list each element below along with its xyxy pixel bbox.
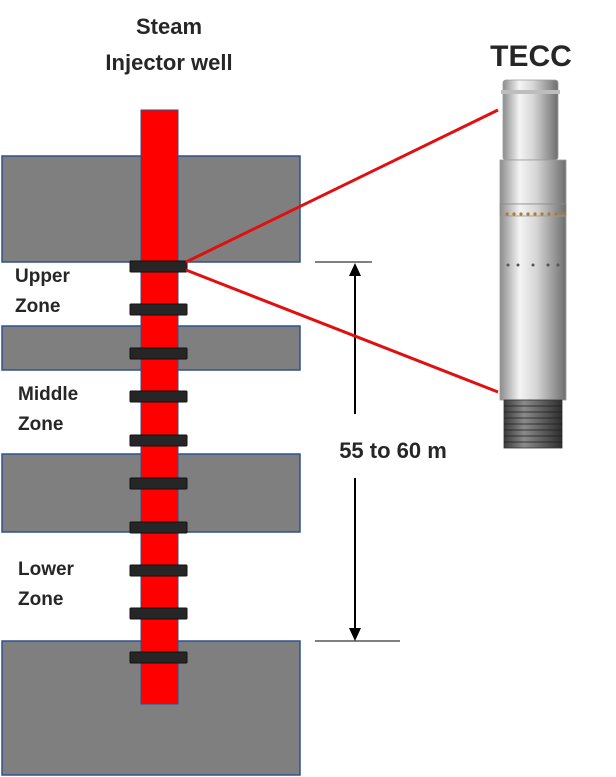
packer xyxy=(129,260,188,273)
well-title-line1: Steam xyxy=(136,14,202,39)
packer xyxy=(129,607,188,620)
zone-label-upper-line1: Upper xyxy=(15,266,71,287)
tecc-title: TECC xyxy=(490,40,572,73)
leader-line-bottom xyxy=(185,268,499,394)
zone-label-lower-line1: Lower xyxy=(18,559,75,580)
zone-label-middle-line1: Middle xyxy=(18,384,78,405)
well-title-line2: Injector well xyxy=(105,50,232,75)
packer xyxy=(129,477,188,490)
packer xyxy=(129,347,188,360)
packer xyxy=(129,434,188,447)
injector-well xyxy=(140,109,179,705)
arrowhead-up xyxy=(349,263,361,276)
packer xyxy=(129,303,188,316)
zone-label-middle-line2: Zone xyxy=(18,414,63,435)
packer-group xyxy=(129,260,188,664)
packer xyxy=(129,564,188,577)
zone-label-upper-line2: Zone xyxy=(15,296,60,317)
packer xyxy=(129,521,188,534)
tecc-tool-image xyxy=(499,79,567,449)
zone-label-lower-line2: Zone xyxy=(18,589,63,610)
span-label: 55 to 60 m xyxy=(339,438,447,463)
leader-line-top xyxy=(185,108,499,264)
arrowhead-down xyxy=(349,628,361,641)
packer xyxy=(129,651,188,664)
packer xyxy=(129,390,188,403)
